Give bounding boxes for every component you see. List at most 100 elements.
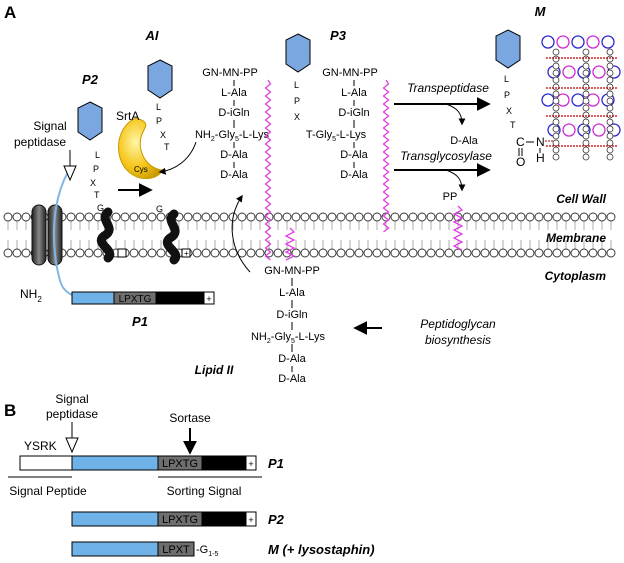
pentaglycine-bead — [582, 62, 590, 70]
m-hexagon-icon — [495, 29, 521, 69]
pentaglycine-bead — [606, 153, 614, 161]
lipid-attack-arrow — [158, 141, 197, 175]
pentaglycine-bead — [552, 111, 560, 119]
b-cleavage-triangle-icon — [65, 437, 79, 454]
sortase-label: Sortase — [169, 411, 211, 425]
glycan-sugar-icon — [556, 35, 570, 49]
cell-wall-label: Cell Wall — [556, 192, 606, 206]
pentaglycine-bead — [552, 48, 560, 56]
p1-precursor-bar — [71, 291, 215, 305]
sorting-signal-label: Sorting Signal — [167, 484, 242, 498]
stem2-dala2: D-Ala — [340, 169, 368, 181]
ai-motif-l: L — [156, 102, 161, 112]
pentaglycine-bead — [606, 48, 614, 56]
lipid-gly-lys: NH2-Gly5-L-Lys — [251, 331, 326, 345]
m-motif-p: P — [504, 90, 510, 100]
b-p2-bar — [71, 511, 257, 527]
glycan-sugar-icon — [562, 65, 576, 79]
p1-lpxtg-label: LPXTG — [119, 294, 152, 305]
pentaglycine-bead — [606, 125, 614, 133]
pentaglycine-bead — [606, 55, 614, 63]
ysrk-label: YSRK — [24, 439, 57, 453]
p1-plus: + — [206, 294, 211, 304]
p2-motif-x: X — [90, 178, 96, 188]
pentaglycine-bead — [606, 146, 614, 154]
membrane-anchor-2 — [163, 209, 191, 265]
cleavage-triangle-icon — [63, 165, 77, 182]
b-signal-peptidase-line2: peptidase — [46, 407, 98, 421]
p2-motif-p: P — [93, 164, 99, 174]
pentaglycine-bead — [552, 153, 560, 161]
p2-motif-g: G — [97, 203, 104, 213]
p3-label: P3 — [330, 28, 347, 43]
pentaglycine-bead — [606, 97, 614, 105]
lipid-digln: D-iGln — [276, 309, 307, 321]
p2-hexagon-icon — [77, 101, 103, 141]
b-p1-lpxtg: LPXTG — [162, 458, 198, 470]
stem1-digln: D-iGln — [218, 107, 249, 119]
pentaglycine-bead — [552, 132, 560, 140]
pentaglycine-bead — [552, 97, 560, 105]
pentaglycine-bead — [582, 97, 590, 105]
ai-motif-t: T — [164, 142, 170, 152]
pentaglycine-bead — [606, 76, 614, 84]
transpeptidase-label: Transpeptidase — [407, 81, 489, 95]
signal-peptide-label: Signal Peptide — [9, 484, 87, 498]
ai-motif-x: X — [160, 130, 166, 140]
lipid-dala2: D-Ala — [278, 373, 306, 385]
dala-free-label: D-Ala — [450, 135, 478, 147]
lipid-ii-label: Lipid II — [195, 363, 234, 377]
pentaglycine-bead — [552, 69, 560, 77]
glycan-sugar-icon — [541, 93, 555, 107]
glycan-sugar-icon — [592, 123, 606, 137]
pentaglycine-bead — [606, 83, 614, 91]
signal-peptidase-line2: peptidase — [14, 135, 66, 149]
pentaglycine-bead — [552, 104, 560, 112]
stem1-dala2: D-Ala — [220, 169, 248, 181]
pentaglycine-bead — [552, 90, 560, 98]
b-row-m-label: M (+ lysostaphin) — [268, 542, 375, 557]
p3-motif-p: P — [294, 96, 300, 106]
panel-a-label: A — [4, 3, 16, 22]
pentaglycine-bead — [582, 146, 590, 154]
pentaglycine-bead — [552, 83, 560, 91]
nh2-label: NH2 — [20, 287, 42, 304]
stem2-gnmnpp: GN-MN-PP — [322, 67, 378, 79]
glycan-sugar-icon — [541, 35, 555, 49]
pentaglycine-bead — [552, 139, 560, 147]
panel-b-label: B — [4, 401, 16, 420]
biosynthesis-line1: Peptidoglycan — [420, 317, 496, 331]
pink-chains — [264, 79, 464, 261]
b-row-p2-label: P2 — [268, 512, 285, 527]
m-motif-l: L — [504, 74, 509, 84]
amide-n: N — [536, 135, 545, 149]
pentaglycine-bead — [552, 125, 560, 133]
b-p2-plus: + — [248, 515, 253, 525]
m-label: M — [535, 4, 547, 19]
b-signal-peptidase-line1: Signal — [55, 392, 88, 406]
pentaglycine-bead — [582, 76, 590, 84]
b-row-p1-label: P1 — [268, 456, 284, 471]
stem2-digln: D-iGln — [338, 107, 369, 119]
m-motif-x: X — [506, 106, 512, 116]
pentaglycine-bead — [606, 90, 614, 98]
signal-peptidase-channel — [31, 204, 63, 266]
lipid-dala1: D-Ala — [278, 353, 306, 365]
pentaglycine-bead — [606, 104, 614, 112]
pentaglycine-bead — [582, 132, 590, 140]
pentaglycine-bead — [552, 118, 560, 126]
glycan-sugar-icon — [592, 65, 606, 79]
lipid-gnmnpp: GN-MN-PP — [264, 265, 320, 277]
p1-label: P1 — [132, 314, 148, 329]
p3-motif-x: X — [294, 112, 300, 122]
stem1-gly-lys: NH2-Gly5-L-Lys — [195, 129, 270, 143]
pentaglycine-bead — [552, 55, 560, 63]
p3-hexagon-icon — [285, 33, 311, 73]
pentaglycine-bead — [582, 118, 590, 126]
ai-motif-p: P — [156, 116, 162, 126]
lipid-lala: L-Ala — [279, 287, 306, 299]
pentaglycine-bead — [582, 125, 590, 133]
pentaglycine-bead — [606, 111, 614, 119]
pentaglycine-bead — [582, 69, 590, 77]
pentaglycine-bead — [606, 62, 614, 70]
